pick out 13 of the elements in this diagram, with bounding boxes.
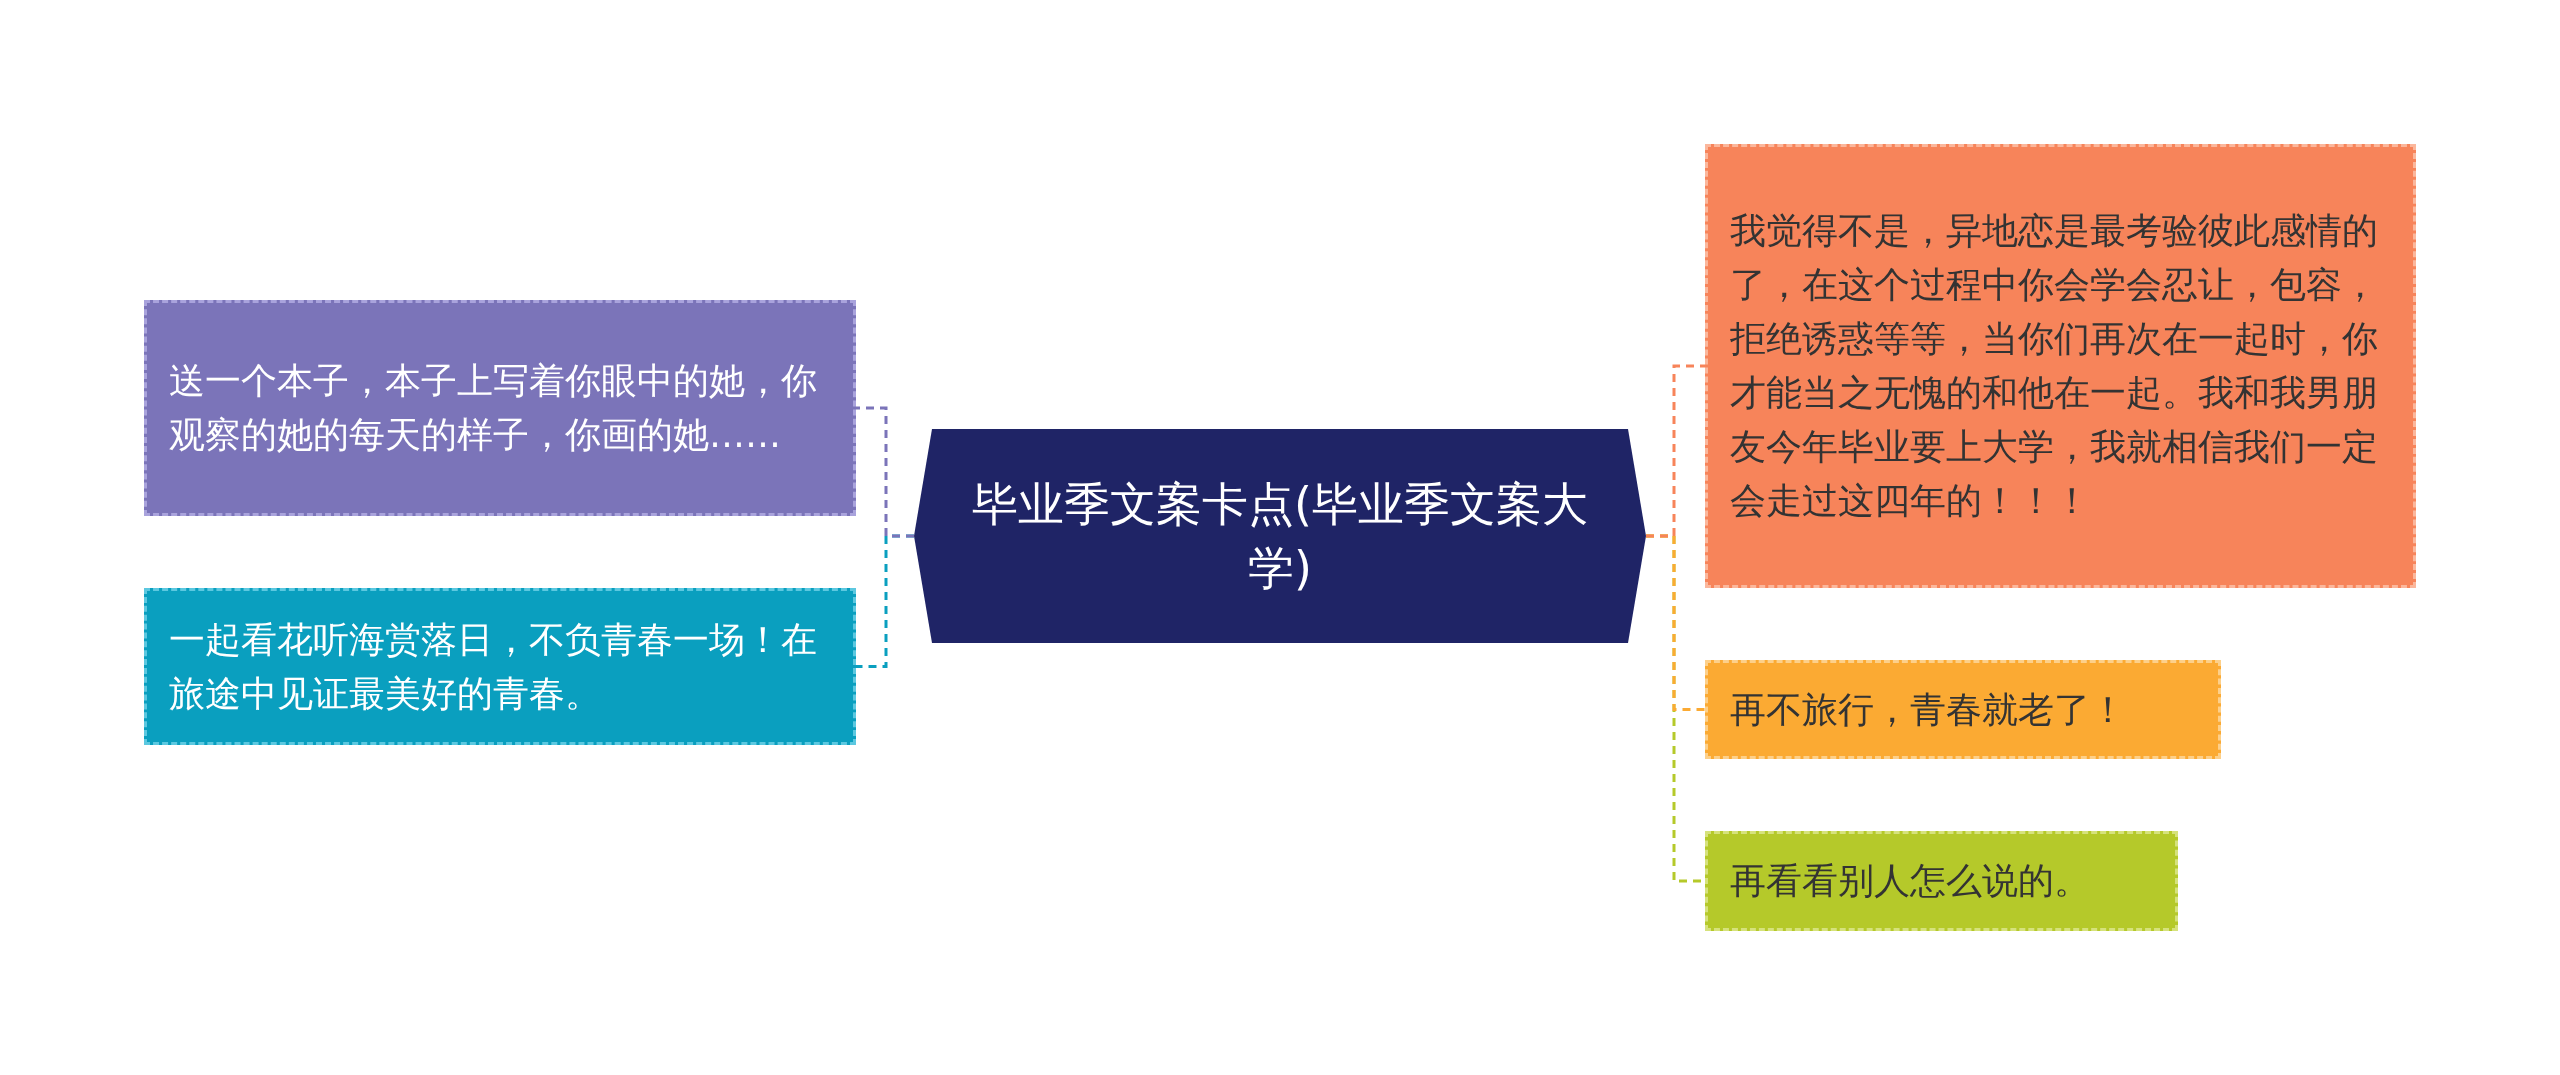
idea-box <box>1705 660 2221 759</box>
idea-text: 送一个本子，本子上写着你眼中的她，你观察的她的每天的样子，你画的她…… <box>169 359 818 457</box>
idea-text: 再不旅行，青春就老了！ <box>1730 687 2126 732</box>
idea-box <box>1705 144 2416 588</box>
idea-box <box>144 588 856 745</box>
connector-line <box>1646 364 1705 538</box>
idea-text: 我觉得不是，异地恋是最考验彼此感情的了，在这个过程中你会学会忍让，包容，拒绝诱惑等等，当你们再次在一起时，你才能当之无愧的和他在一起。我和我男朋友今年毕业要上大学，我就相信我们一定会走过这四年的！！！ <box>1730 209 2379 523</box>
connector-line <box>856 406 914 538</box>
idea-text: 一起看花听海赏落日，不负青春一场！在旅途中见证最美好的青春。 <box>169 617 818 716</box>
topic-text: 毕业季文案卡点(毕业季文案大学) <box>971 475 1589 597</box>
idea-box <box>144 300 856 516</box>
idea-text: 再看看别人怎么说的。 <box>1730 859 2090 903</box>
idea-box <box>1705 831 2178 931</box>
